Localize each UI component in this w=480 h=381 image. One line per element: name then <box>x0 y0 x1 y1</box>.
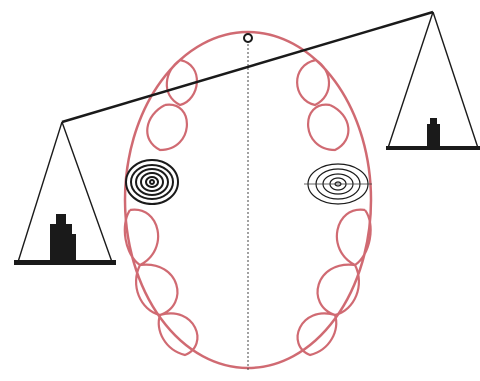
right-contact-rings <box>304 164 372 204</box>
left-teeth <box>125 60 198 355</box>
pivot-ring-icon <box>244 34 252 42</box>
right-teeth <box>297 60 371 355</box>
left-tooth-2 <box>147 105 187 150</box>
left-contact-rings <box>126 160 178 204</box>
left-tooth-4 <box>125 210 158 265</box>
right-tooth-4 <box>337 210 371 265</box>
right-tooth-2 <box>308 105 348 150</box>
left-tooth-5 <box>136 265 177 315</box>
right-tooth-1 <box>297 60 329 105</box>
large-weight-icon <box>50 214 76 260</box>
small-weight-icon <box>427 118 440 146</box>
